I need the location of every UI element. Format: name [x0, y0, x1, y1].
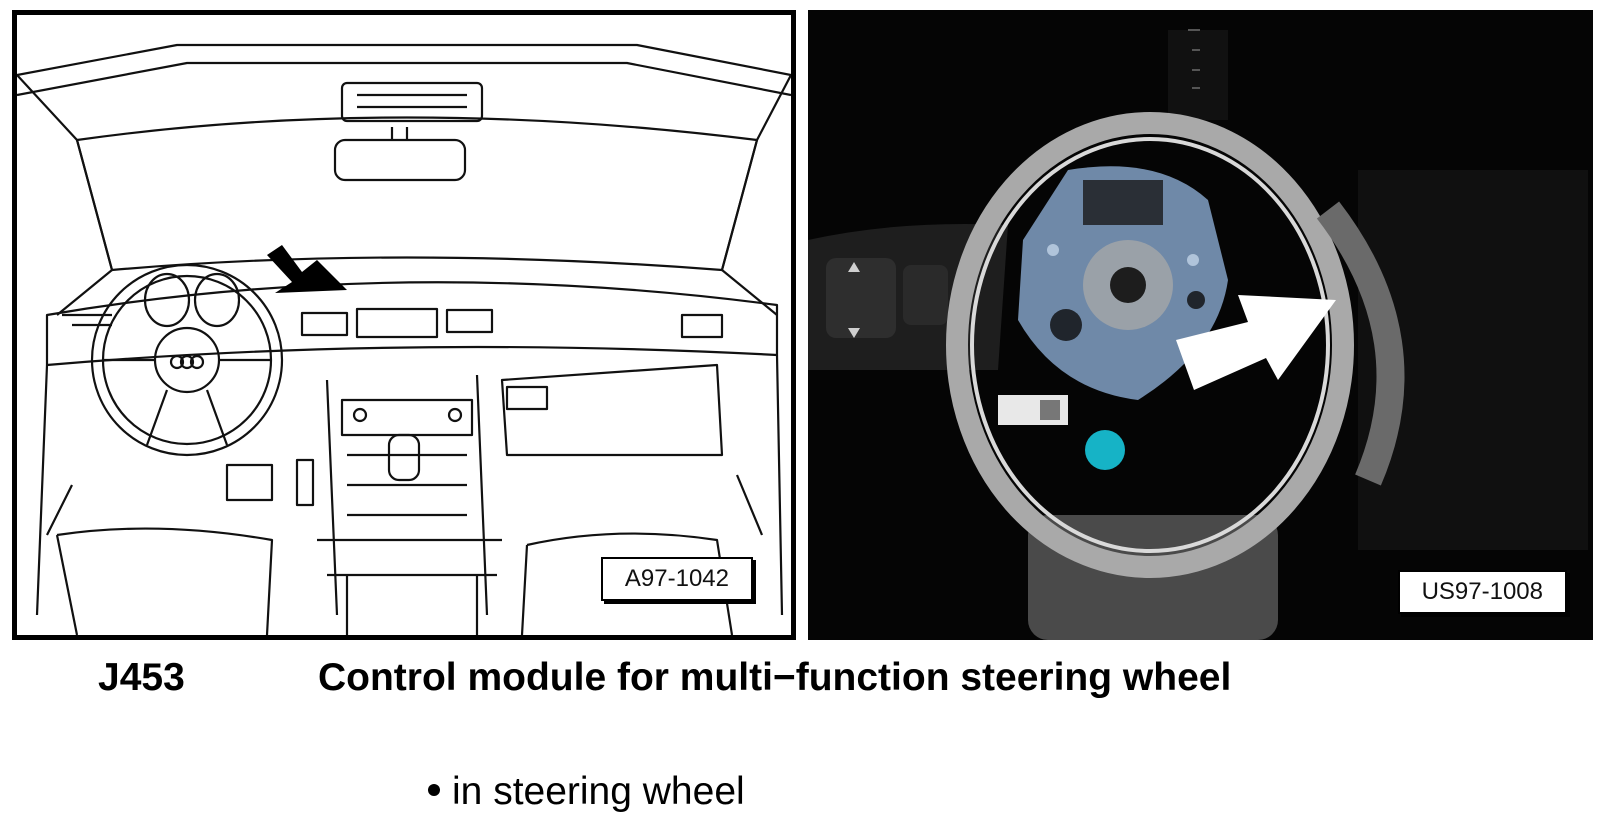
- steering-wheel-photo-drawing: [808, 29, 1588, 640]
- bullet-icon: [428, 783, 440, 796]
- steering-wheel-photo: US97-1008: [808, 10, 1593, 640]
- figure-label-left: A97-1042: [600, 557, 753, 601]
- arrow-icon: [267, 245, 347, 293]
- location-text: in steering wheel: [452, 770, 745, 813]
- arrow-icon: [1176, 295, 1336, 390]
- location-bullet: in steering wheel: [428, 770, 745, 814]
- dashboard-line-drawing: [17, 43, 791, 635]
- component-description: Control module for multi−function steeri…: [318, 656, 1232, 699]
- cabin-illustration: A97-1042: [12, 10, 796, 640]
- figure-label-right: US97-1008: [1397, 570, 1567, 614]
- component-code: J453: [98, 656, 185, 699]
